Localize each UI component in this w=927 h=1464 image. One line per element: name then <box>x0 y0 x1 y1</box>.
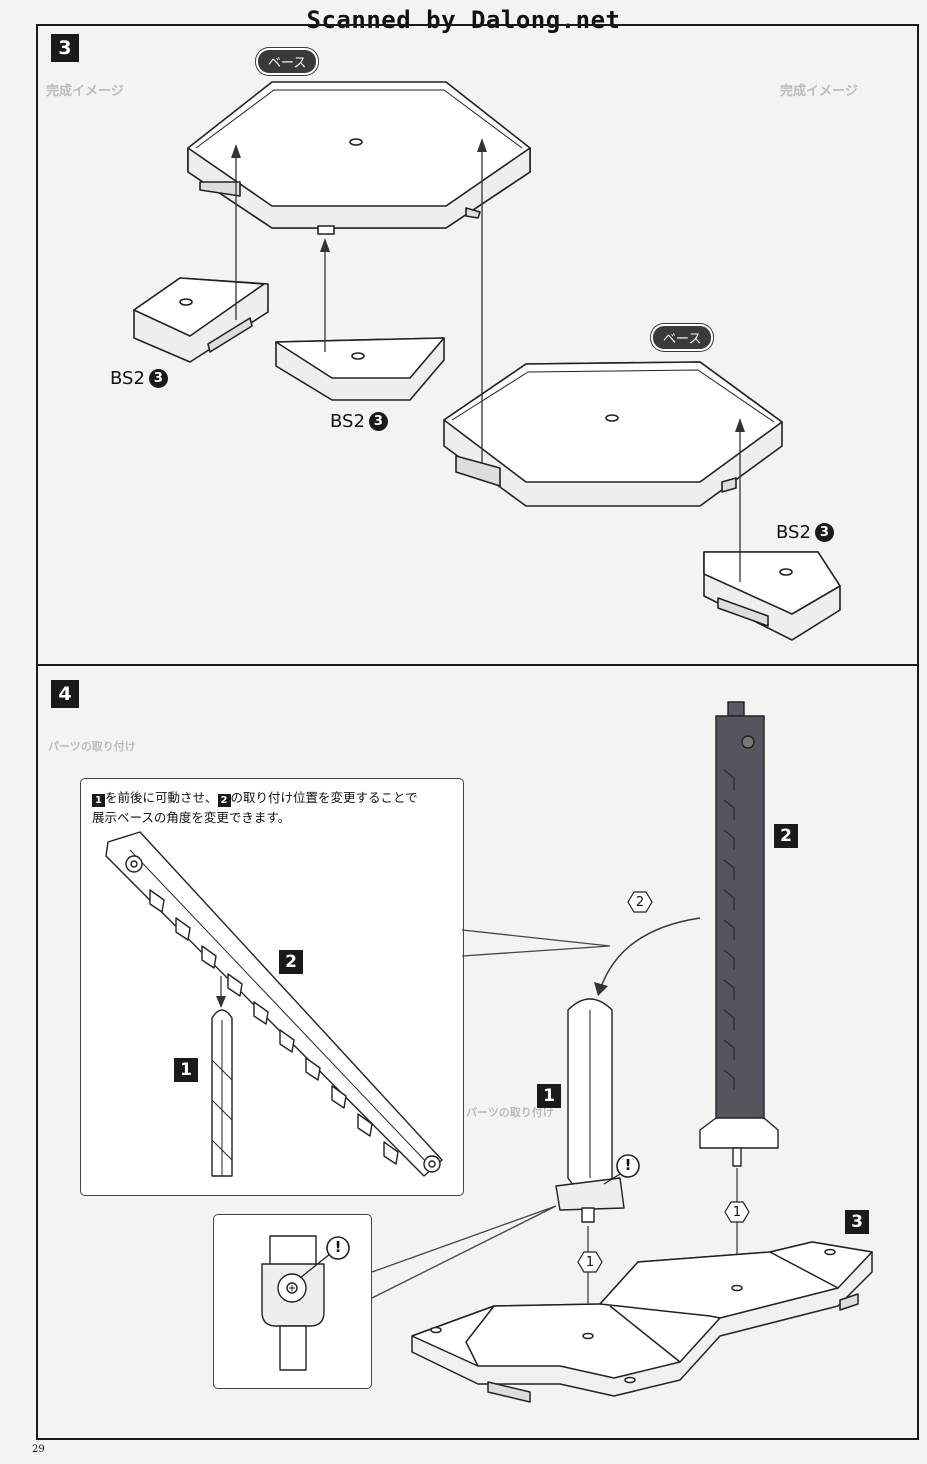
note-text-line2: 展示ベースの角度を変更できます。 <box>92 810 291 825</box>
caution-icon: ! <box>624 1156 632 1174</box>
part-name: BS2 <box>330 411 365 432</box>
show-through-text: 完成イメージ <box>780 84 858 99</box>
part-2-badge: 2 <box>774 824 798 848</box>
show-through-text: パーツの取り付け <box>466 1106 554 1119</box>
note-key-2: 2 <box>217 794 231 807</box>
part-label-bs2-left: BS2 3 <box>110 368 168 389</box>
part-3-badge: 3 <box>845 1210 869 1234</box>
note-key-1: 1 <box>92 794 105 807</box>
callout-part-2-badge: 2 <box>279 950 303 974</box>
part-label-bs2-right: BS2 3 <box>776 522 834 543</box>
scanner-watermark: Scanned by Dalong.net <box>306 6 621 34</box>
sprue-number-badge: 3 <box>148 369 168 388</box>
note-text: を前後に可動させ、 <box>105 790 218 805</box>
base-label-top: ベース <box>258 50 317 73</box>
part-label-bs2-middle: BS2 3 <box>330 411 388 432</box>
step-4-badge: 4 <box>51 680 79 708</box>
show-through-text: パーツの取り付け <box>48 740 136 753</box>
part-name: BS2 <box>110 368 145 389</box>
sprue-number-badge: 3 <box>814 523 834 542</box>
page-number: 29 <box>32 1444 45 1455</box>
part-1-badge: 1 <box>537 1084 561 1108</box>
order-marker-1-left: 1 <box>585 1254 595 1270</box>
sprue-number-badge: 3 <box>368 412 388 431</box>
callout-part-1-badge: 1 <box>174 1058 198 1082</box>
order-marker-2: 2 <box>635 894 645 910</box>
base-label-right: ベース <box>653 326 712 349</box>
caution-icon-detail: ! <box>334 1238 342 1256</box>
step-4-panel <box>36 664 919 1440</box>
note-text: の取り付け位置を変更することで <box>230 790 418 805</box>
step-3-badge: 3 <box>51 34 79 62</box>
show-through-text: 完成イメージ <box>46 84 124 99</box>
part-name: BS2 <box>776 522 811 543</box>
order-marker-1-right: 1 <box>732 1204 742 1220</box>
